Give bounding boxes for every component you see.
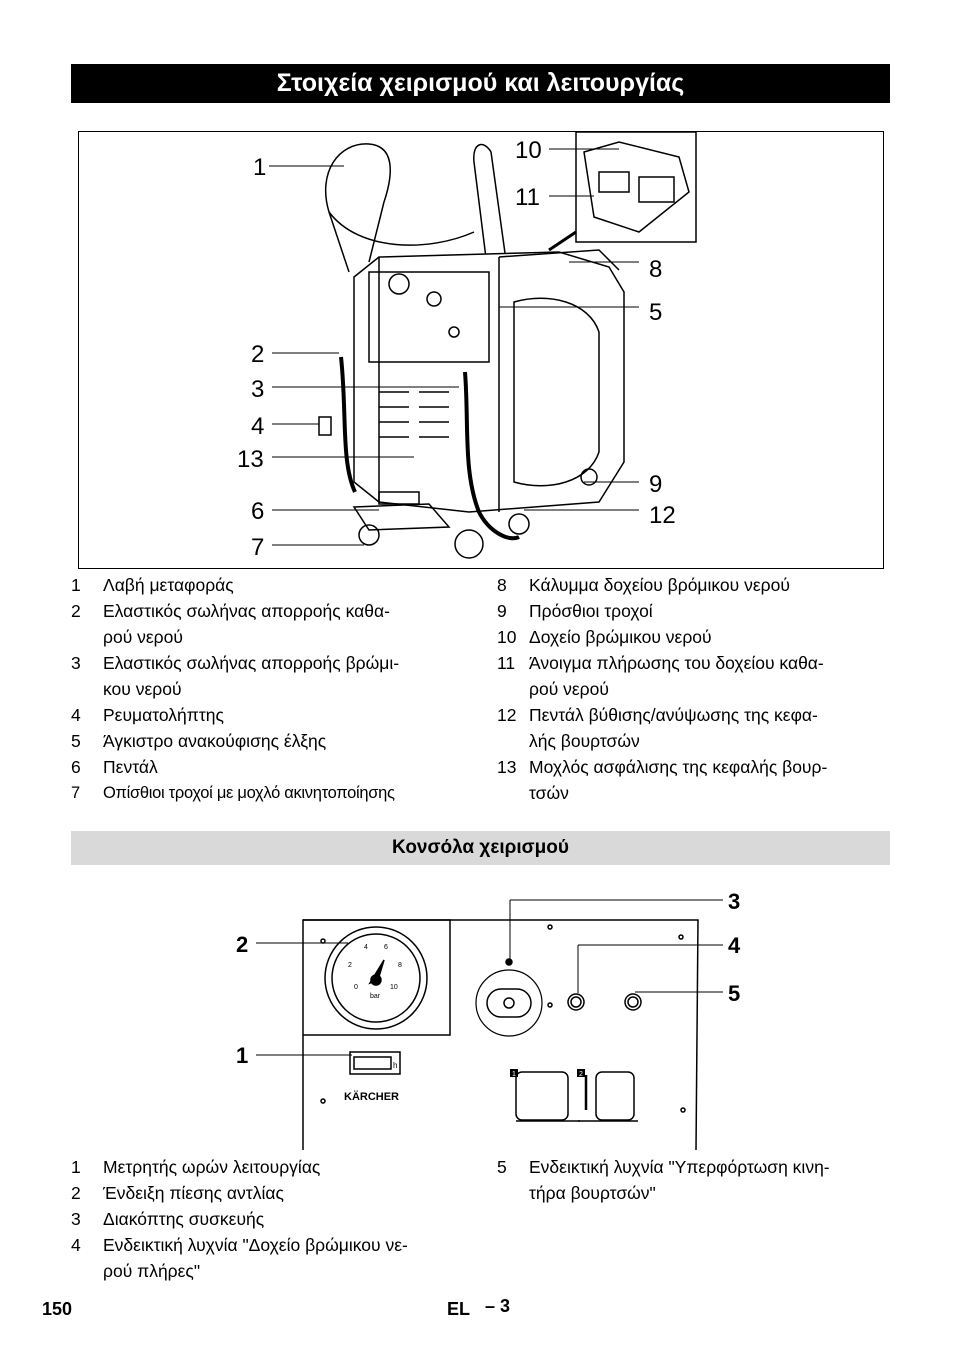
machine-illustration: 1 2 3 4 13 6 7 10 11 8 5 9 12 <box>237 132 697 561</box>
gauge-tick: 4 <box>364 944 368 951</box>
step-1: 1 <box>512 1071 516 1078</box>
callout-1: 1 <box>253 154 266 181</box>
page-number: 150 <box>42 1299 73 1319</box>
console-callout-4: 4 <box>728 933 741 958</box>
console-callout-3: 3 <box>728 889 740 914</box>
gauge-tick: 0 <box>354 984 358 991</box>
console-callout-5: 5 <box>728 981 740 1006</box>
hour-unit: h <box>393 1061 397 1070</box>
console-illustration: 2 1 3 4 5 0 2 4 6 8 10 bar h KÄRCHER 1 2 <box>236 889 741 1151</box>
brand-logo: KÄRCHER <box>344 1090 399 1103</box>
callout-10: 10 <box>515 137 542 164</box>
callout-9: 9 <box>649 471 662 498</box>
callout-6: 6 <box>251 498 264 525</box>
callout-7: 7 <box>251 534 264 561</box>
gauge-tick: 6 <box>384 944 388 951</box>
callout-3: 3 <box>251 376 264 403</box>
console-figure: 2 1 3 4 5 0 2 4 6 8 10 bar h KÄRCHER 1 2 <box>228 885 768 1155</box>
language-code: EL <box>447 1299 471 1319</box>
section-title: Κονσόλα χειρισμού <box>71 831 890 865</box>
step-2: 2 <box>579 1071 583 1078</box>
callout-11: 11 <box>515 184 540 211</box>
console-callout-1: 1 <box>236 1043 248 1068</box>
callout-12: 12 <box>649 502 676 529</box>
gauge-unit: bar <box>370 993 381 1000</box>
gauge-tick: 8 <box>398 962 402 969</box>
section-index: – 3 <box>485 1296 511 1316</box>
page-title: Στοιχεία χειρισμού και λειτουργίας <box>71 64 890 103</box>
callout-4: 4 <box>251 413 264 440</box>
callout-8: 8 <box>649 256 662 283</box>
gauge-tick: 10 <box>390 984 398 991</box>
callout-13: 13 <box>237 446 264 473</box>
console-callout-2: 2 <box>236 932 248 957</box>
machine-figure: 1 2 3 4 13 6 7 10 11 8 5 9 12 <box>78 131 884 569</box>
gauge-tick: 2 <box>348 962 352 969</box>
callout-5: 5 <box>649 299 662 326</box>
callout-2: 2 <box>251 341 264 368</box>
